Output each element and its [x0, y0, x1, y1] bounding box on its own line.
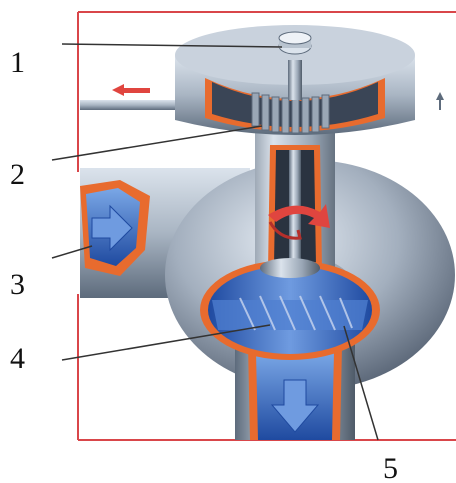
- generator-housing: [175, 25, 415, 135]
- leader-line-2: [52, 126, 262, 160]
- callout-number-5: 5: [383, 454, 398, 483]
- callout-number-4: 4: [10, 344, 25, 374]
- outflow-arrow-icon: [112, 84, 150, 96]
- small-up-arrow-icon: [436, 92, 444, 110]
- callout-number-1: 1: [10, 48, 25, 78]
- callout-number-2: 2: [10, 160, 25, 190]
- upper-outflow-pipe: [80, 100, 180, 110]
- callout-number-3: 3: [10, 270, 25, 300]
